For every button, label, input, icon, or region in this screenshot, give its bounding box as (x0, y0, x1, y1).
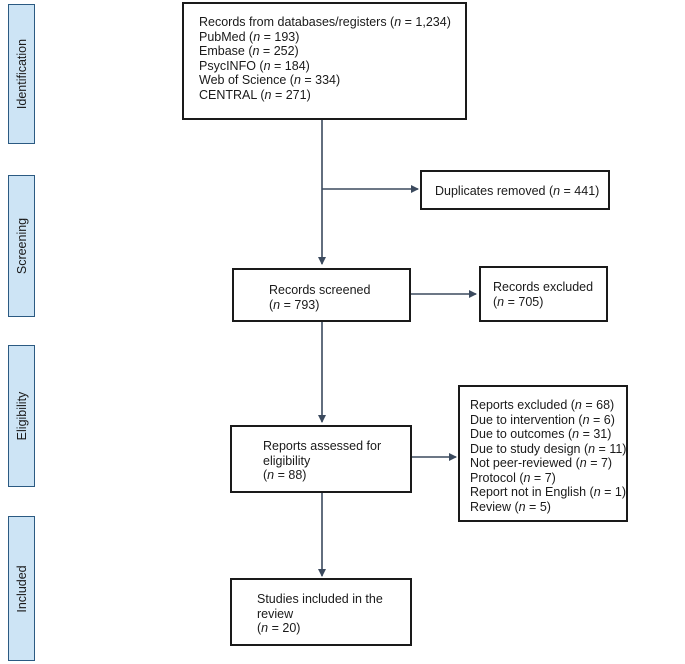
duplicates-removed-text: Duplicates removed (n = 441) (435, 184, 600, 198)
source-pubmed: PubMed (n = 193) (199, 29, 300, 44)
studies-included-count: (n = 20) (257, 621, 301, 635)
stage-included: Included (8, 516, 35, 661)
stage-label: Eligibility (14, 391, 29, 441)
reason-study-design: Due to study design (n = 11) (470, 441, 627, 456)
records-excluded-count: (n = 705) (493, 294, 544, 309)
source-psycinfo: PsycINFO (n = 184) (199, 58, 310, 73)
records-screened-box: Records screened (n = 793) (232, 268, 411, 322)
source-central: CENTRAL (n = 271) (199, 87, 311, 102)
reason-outcomes: Due to outcomes (n = 31) (470, 427, 612, 441)
reason-protocol: Protocol (n = 7) (470, 470, 556, 485)
records-screened-count: (n = 793) (269, 297, 320, 312)
studies-included-label-cont: review (257, 606, 294, 621)
reports-assessed-label: Reports assessed for (263, 439, 382, 453)
reports-excluded-title: Reports excluded (n = 68) (470, 398, 615, 412)
stage-label: Identification (14, 38, 29, 110)
stage-screening: Screening (8, 175, 35, 317)
reason-review: Review (n = 5) (470, 499, 551, 514)
reason-not-peer-reviewed: Not peer-reviewed (n = 7) (470, 456, 613, 470)
stage-label: Included (14, 564, 29, 613)
stage-identification: Identification (8, 4, 35, 144)
records-identified-title: Records from databases/registers (n = 1,… (199, 15, 451, 29)
studies-included-label: Studies included in the (257, 592, 383, 606)
records-excluded-box: Records excluded (n = 705) (479, 266, 608, 322)
reports-excluded-box: Reports excluded (n = 68) Due to interve… (458, 385, 628, 522)
reports-assessed-label-cont: eligibility (263, 453, 311, 468)
studies-included-box: Studies included in the review (n = 20) (230, 578, 412, 646)
source-embase: Embase (n = 252) (199, 44, 299, 58)
reports-assessed-box: Reports assessed for eligibility (n = 88… (230, 425, 412, 493)
records-identified-box: Records from databases/registers (n = 1,… (182, 2, 467, 120)
records-excluded-label: Records excluded (493, 280, 594, 294)
stage-label: Screening (14, 217, 29, 275)
source-web-of-science: Web of Science (n = 334) (199, 73, 341, 87)
reason-not-english: Report not in English (n = 1) (470, 485, 627, 499)
stage-eligibility: Eligibility (8, 345, 35, 487)
records-screened-label: Records screened (269, 283, 371, 297)
reports-assessed-count: (n = 88) (263, 468, 307, 482)
duplicates-removed-box: Duplicates removed (n = 441) (420, 170, 610, 210)
reason-intervention: Due to intervention (n = 6) (470, 412, 615, 427)
